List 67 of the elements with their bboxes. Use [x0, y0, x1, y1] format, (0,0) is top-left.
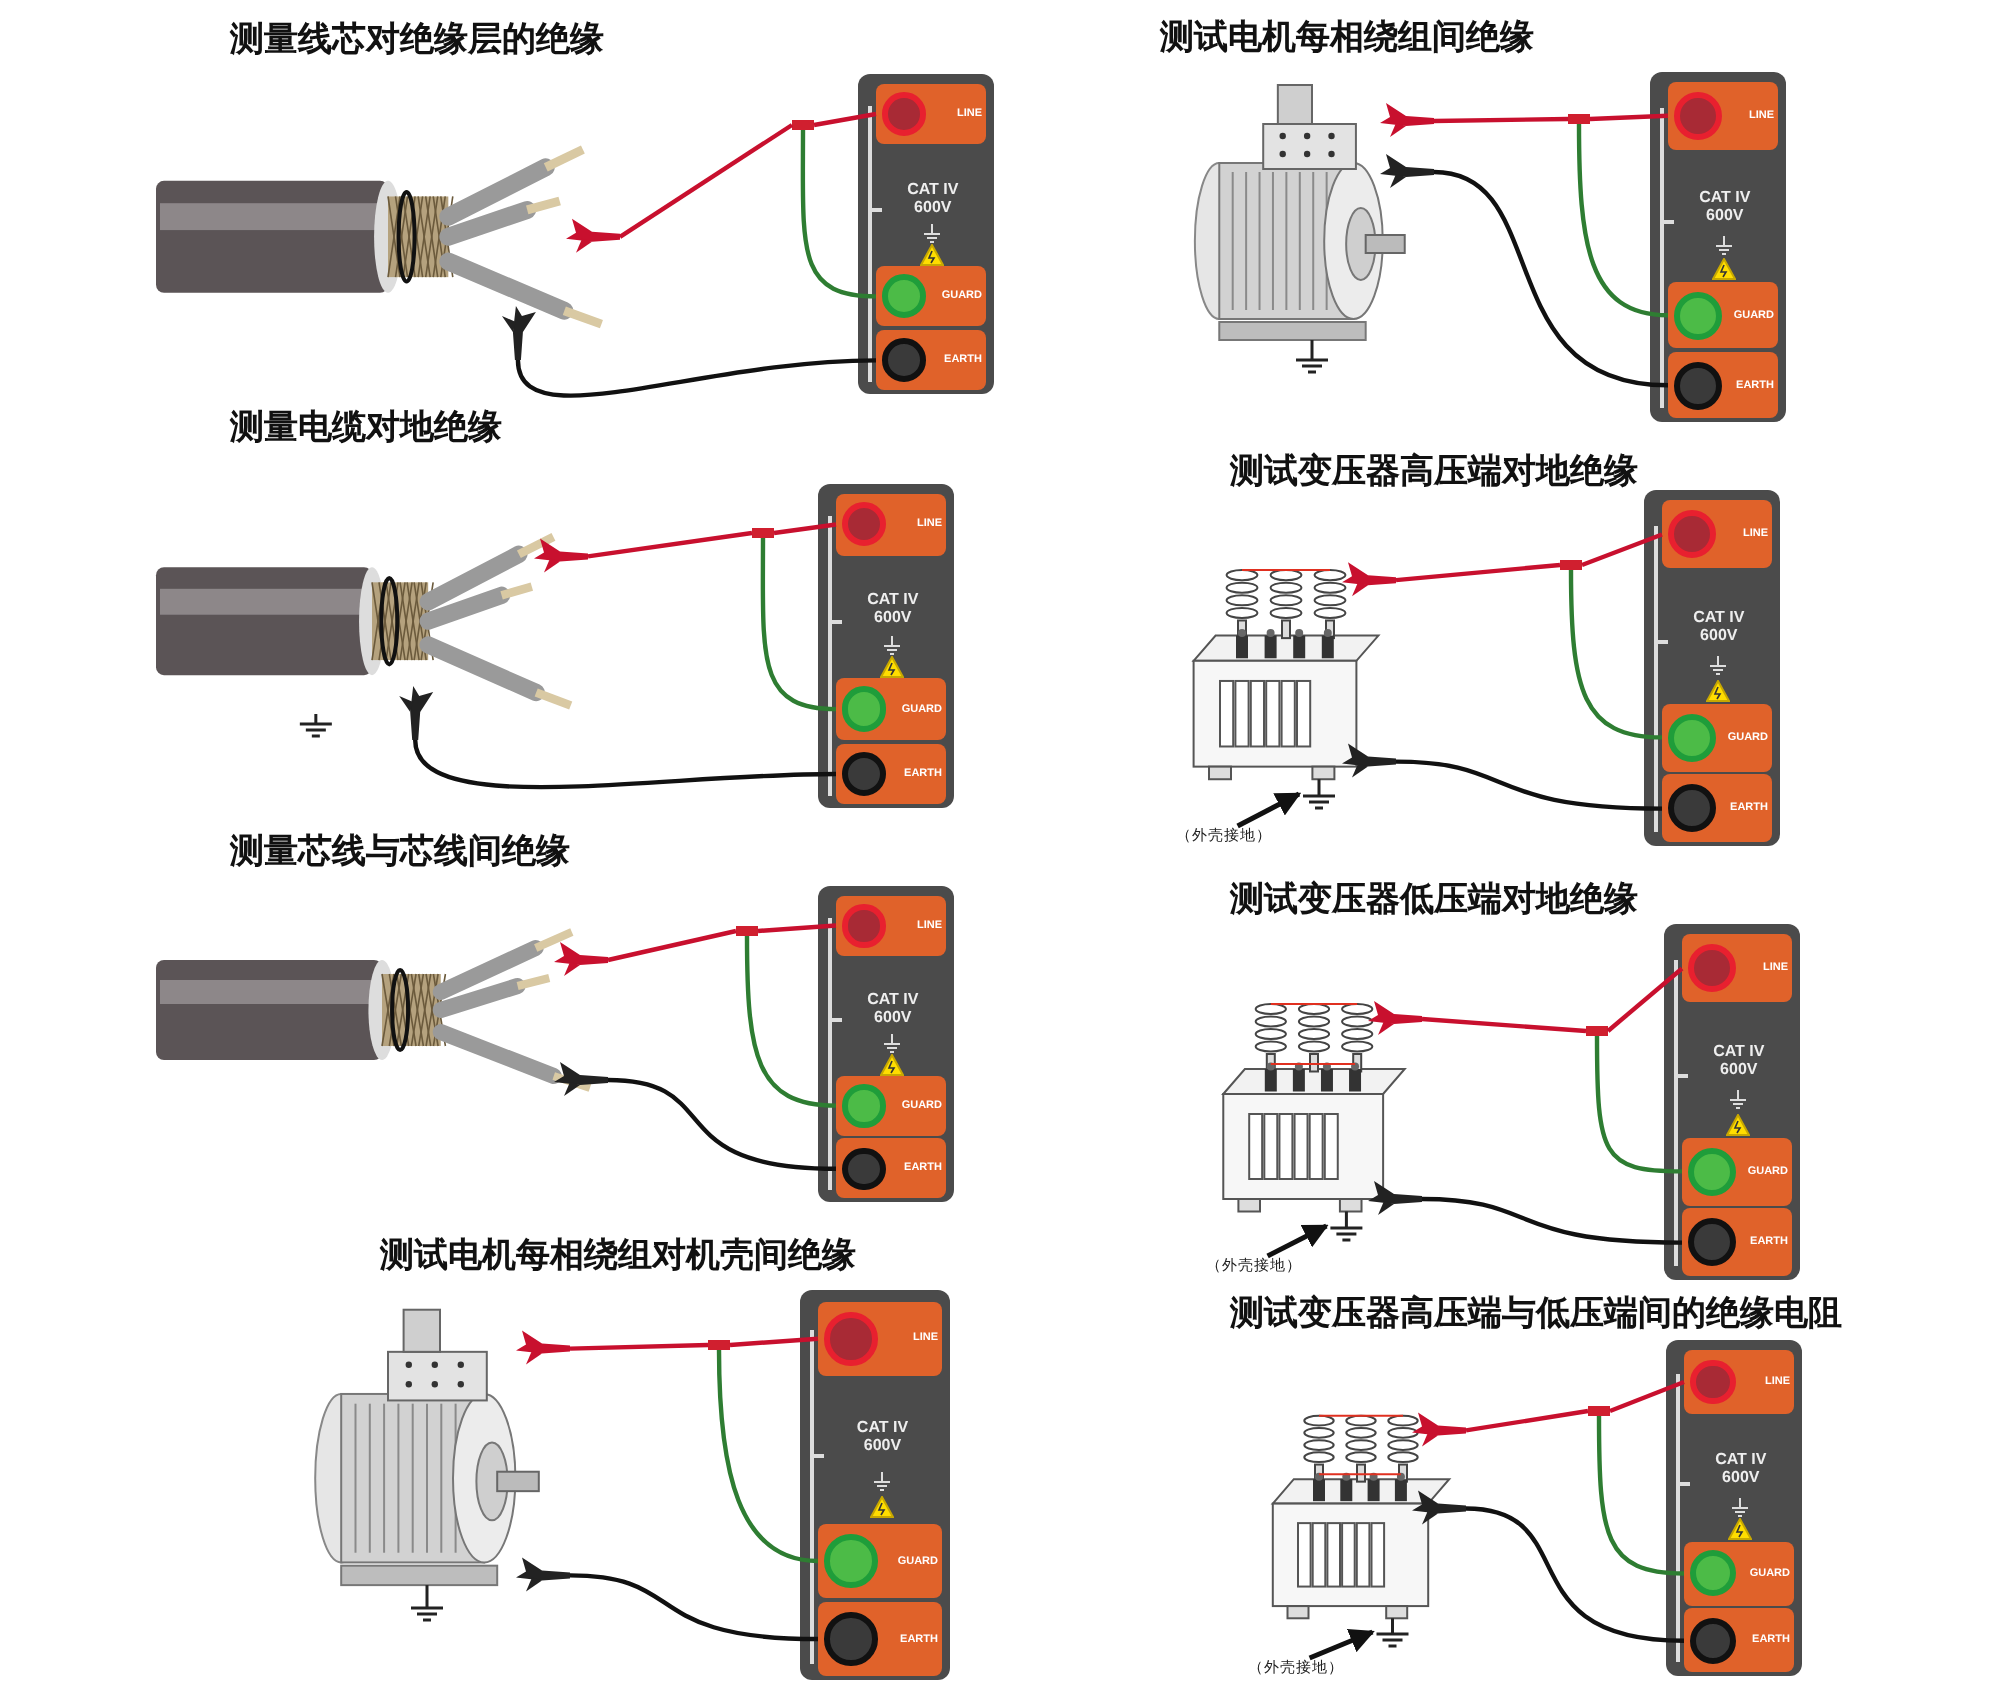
rating-text: CAT IV 600V — [1713, 1450, 1769, 1487]
meter-panel — [818, 886, 954, 1202]
connector-sleeve — [752, 528, 774, 538]
connector-sleeve — [1560, 560, 1582, 570]
connector-sleeve — [708, 1340, 730, 1350]
test-lead — [1433, 116, 1569, 124]
test-lead — [1395, 759, 1663, 811]
test-lead — [1568, 569, 1663, 740]
rating-text: CAT IV 600V — [865, 590, 921, 627]
meter-panel — [1666, 1340, 1802, 1676]
test-lead — [1606, 966, 1684, 1033]
test-lead — [1576, 124, 1669, 318]
test-lead — [800, 130, 877, 299]
leader-arrow — [1236, 791, 1302, 829]
meter-panel — [818, 484, 954, 808]
panel-title: 测量线芯对绝缘层的绝缘 — [230, 18, 604, 62]
leader-arrow — [1266, 1223, 1329, 1259]
connector-sleeve — [1568, 114, 1590, 124]
test-lead — [1609, 1379, 1685, 1414]
meter-panel — [1644, 490, 1780, 846]
test-lead — [587, 530, 753, 559]
test-lead — [1433, 169, 1669, 388]
test-lead — [729, 1336, 819, 1348]
test-lead — [618, 123, 794, 239]
rating-text: CAT IV 600V — [1697, 187, 1753, 224]
test-lead — [1589, 113, 1669, 122]
rating-text: CAT IV 600V — [905, 179, 961, 216]
meter-panel — [858, 74, 994, 394]
panel-title: 测试电机每相绕组间绝缘 — [1160, 16, 1534, 60]
meter-panel — [800, 1290, 950, 1680]
test-lead — [569, 1573, 819, 1642]
meter-panel — [1650, 72, 1786, 422]
rating-text: CAT IV 600V — [865, 990, 921, 1027]
test-lead — [1581, 532, 1663, 568]
panel-title: 测试变压器低压端对地绝缘 — [1230, 878, 1638, 922]
connector-sleeve — [792, 120, 814, 130]
rating-text: CAT IV 600V — [854, 1418, 911, 1455]
test-lead — [760, 538, 837, 712]
test-lead — [773, 522, 837, 536]
rating-text: CAT IV 600V — [1691, 607, 1747, 644]
test-lead — [716, 1349, 819, 1564]
leader-arrow — [1308, 1629, 1375, 1661]
test-lead — [813, 111, 877, 128]
connector-sleeve — [736, 926, 758, 936]
connector-sleeve — [1588, 1406, 1610, 1416]
test-lead — [569, 1342, 709, 1351]
test-lead — [1465, 1408, 1589, 1433]
test-lead — [1421, 1016, 1587, 1034]
panel-title: 测量电缆对地绝缘 — [230, 406, 502, 450]
rating-text: CAT IV 600V — [1711, 1041, 1767, 1078]
test-lead — [607, 1077, 837, 1171]
test-lead — [515, 358, 877, 398]
test-lead — [1596, 1416, 1685, 1576]
test-lead — [1594, 1036, 1683, 1174]
test-lead — [1465, 1506, 1685, 1643]
test-lead — [1395, 562, 1561, 583]
test-lead — [744, 936, 837, 1108]
connector-sleeve — [1586, 1026, 1608, 1036]
test-lead — [757, 923, 837, 934]
meter-panel — [1664, 924, 1800, 1280]
test-lead — [1421, 1196, 1683, 1245]
test-lead — [413, 739, 837, 790]
panel-title: 测试变压器高压端对地绝缘 — [1230, 450, 1638, 494]
panel-title: 测试变压器高压端与低压端间的绝缘电阻 — [1230, 1292, 1842, 1336]
test-lead — [607, 928, 737, 963]
panel-title: 测试电机每相绕组对机壳间绝缘 — [380, 1234, 856, 1278]
panel-title: 测量芯线与芯线间绝缘 — [230, 830, 570, 874]
